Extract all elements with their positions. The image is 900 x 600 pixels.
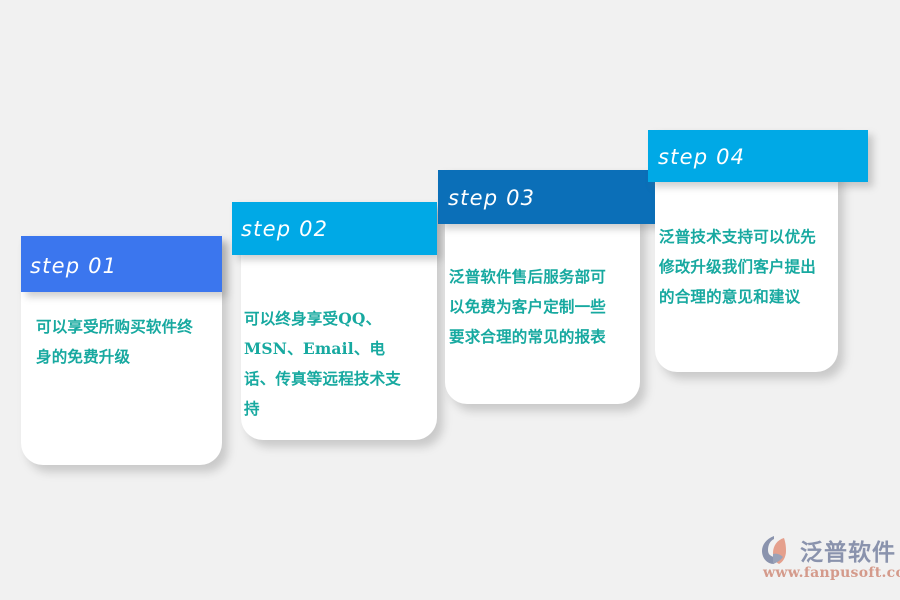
step-card-4-header <box>648 130 868 182</box>
step-card-4-label: step 04 <box>658 145 746 169</box>
step-card-2-header <box>232 202 437 255</box>
step-card-2-text: 可以终身享受QQ、MSN、Email、电话、传真等远程技术支持 <box>244 309 402 418</box>
watermark-brand: 泛普软件 <box>800 540 896 566</box>
step-card-3-header <box>438 170 660 224</box>
watermark-logo: 泛普软件 www.fanpusoft.com <box>762 533 900 587</box>
step-card-4-text: 泛普技术支持可以优先修改升级我们客户提出的合理的意见和建议 <box>659 227 817 306</box>
step-card-1-text: 可以享受所购买软件终身的免费升级 <box>36 317 194 366</box>
step-card-1-header <box>21 236 222 292</box>
watermark-url: www.fanpusoft.com <box>763 565 900 581</box>
fan-logo-icon <box>762 535 796 565</box>
step-card-1-label: step 01 <box>30 254 118 278</box>
step-card-3-text: 泛普软件售后服务部可以免费为客户定制一些要求合理的常见的报表 <box>449 267 607 346</box>
step-card-2-label: step 02 <box>241 217 329 241</box>
step-card-3-label: step 03 <box>448 186 536 210</box>
